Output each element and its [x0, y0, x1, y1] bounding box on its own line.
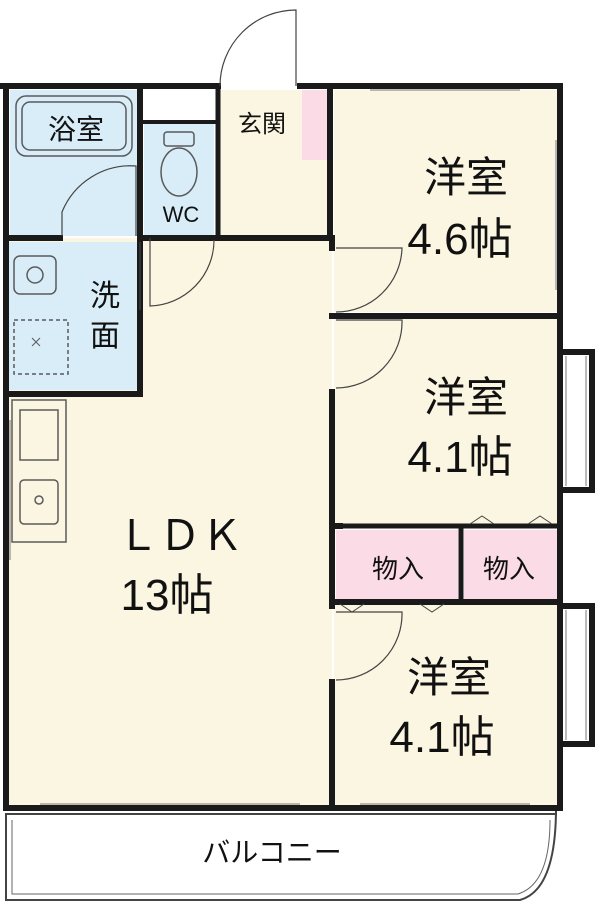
storage1-floor [336, 530, 458, 600]
western2-label: 洋室 [424, 373, 508, 422]
wash-label-line1: 洗 [90, 279, 120, 314]
storage2-folding-door [469, 515, 553, 525]
western1-floor [334, 90, 558, 312]
balcony-rail [11, 819, 551, 895]
kitchen-sink-drain-icon [34, 495, 44, 505]
western2-door [335, 319, 403, 389]
wash-label-line2: 面 [90, 319, 120, 354]
entrance-step [302, 90, 328, 160]
wc-label: WC [163, 202, 200, 227]
entrance-label: 玄関 [238, 110, 286, 138]
bathtub [15, 95, 133, 157]
wash-floor [8, 242, 140, 390]
wc-floor [144, 124, 214, 236]
balcony-label: バルコニー [202, 836, 341, 869]
western3-floor [334, 604, 558, 806]
bathtub-inner [21, 101, 127, 151]
bath-door [61, 165, 137, 236]
labels: 浴室 玄関 WC 洗 面 ＬＤＫ 13帖 洋室 4.6帖 洋室 4.1帖 物入 … [48, 110, 535, 869]
storage2-label: 物入 [483, 555, 535, 585]
windows [9, 89, 587, 805]
wc-door [149, 238, 215, 307]
ldk-size: 13帖 [121, 571, 214, 620]
bath-label: 浴室 [48, 113, 104, 146]
western1-label: 洋室 [424, 153, 508, 202]
kitchen-sink-icon [19, 479, 59, 525]
front-door [219, 9, 297, 87]
washing-machine-icon [13, 319, 69, 375]
western1-size: 4.6帖 [407, 215, 512, 264]
western3-bay [557, 603, 595, 747]
western3-door [335, 611, 403, 681]
doors [61, 9, 403, 681]
storage1-folding-door [339, 603, 445, 613]
storage2-floor [464, 530, 558, 600]
western1-door [335, 247, 403, 313]
western2-size: 4.1帖 [407, 433, 512, 482]
walls [0, 83, 595, 811]
washbasin-drain-icon [26, 266, 44, 284]
western2-bay [557, 349, 595, 493]
closet-doors [339, 515, 553, 613]
western2-floor [334, 318, 558, 524]
western3-size: 4.1帖 [389, 713, 494, 762]
washbasin-icon [13, 255, 57, 295]
western3-label: 洋室 [407, 653, 491, 702]
entrance-floor [220, 90, 302, 160]
kitchen-stove-icon [19, 409, 59, 461]
storage1-label: 物入 [372, 555, 424, 585]
washing-machine-x-icon [31, 337, 41, 347]
kitchen-counter [11, 399, 67, 543]
toilet-bowl-icon [160, 147, 198, 197]
ldk-label: ＬＤＫ [117, 511, 243, 560]
fixtures [11, 95, 198, 543]
room-fills [8, 90, 558, 808]
toilet-tank-icon [163, 131, 195, 147]
hallway-floor [216, 160, 330, 238]
bath-floor [10, 90, 138, 236]
